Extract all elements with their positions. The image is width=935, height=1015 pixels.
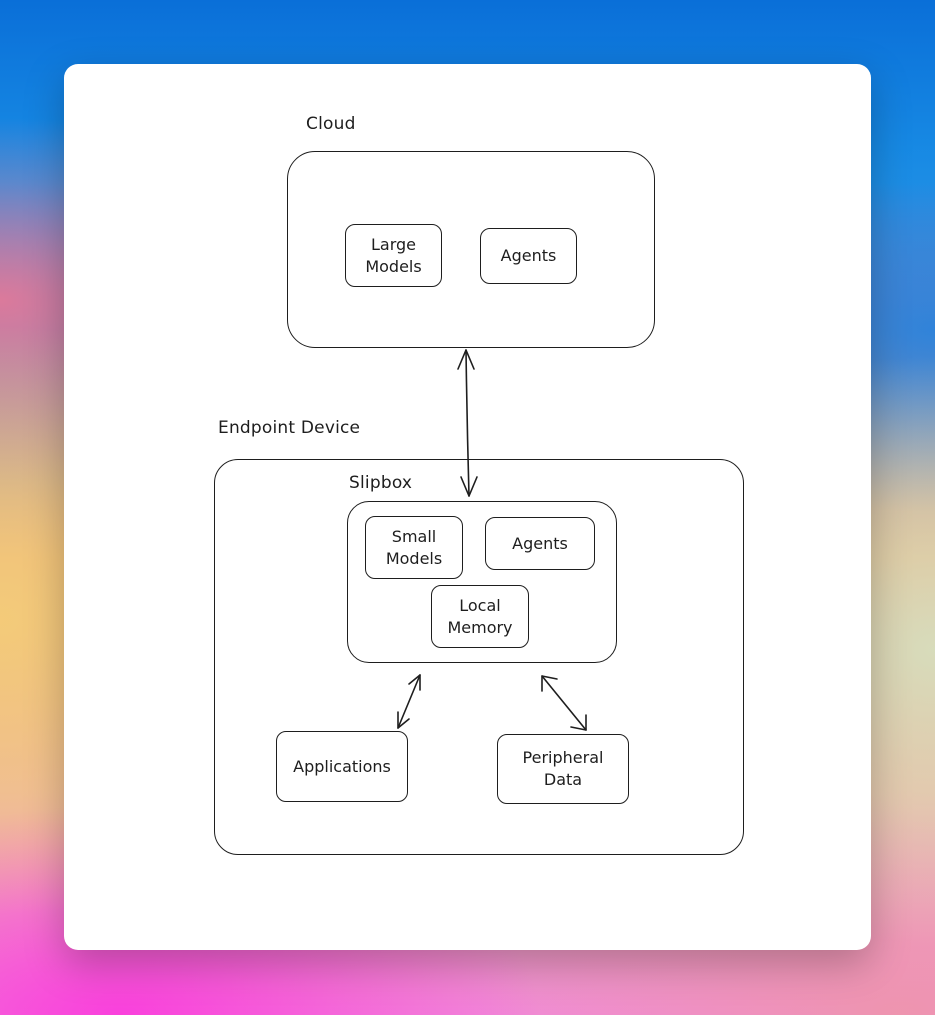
cloud-label: Cloud [306,114,356,134]
endpoint-device-container [214,459,744,855]
cloud-slipbox-arrow [457,349,478,497]
slipbox-agents-node: Agents [485,517,595,570]
connector-layer [397,349,587,731]
slipbox-applications-arrow [397,674,421,729]
local-memory-node: Local Memory [431,585,529,648]
slipbox-peripheral-arrow [541,675,587,731]
diagram-canvas: Cloud Large Models Agents Endpoint Devic… [64,64,871,950]
slipbox-label: Slipbox [349,473,413,493]
slipbox-container [347,501,617,663]
small-models-node: Small Models [365,516,463,579]
applications-node: Applications [276,731,408,802]
endpoint-device-label: Endpoint Device [218,418,361,438]
cloud-container [287,151,655,348]
cloud-agents-node: Agents [480,228,577,284]
peripheral-data-node: Peripheral Data [497,734,629,804]
large-models-node: Large Models [345,224,442,287]
